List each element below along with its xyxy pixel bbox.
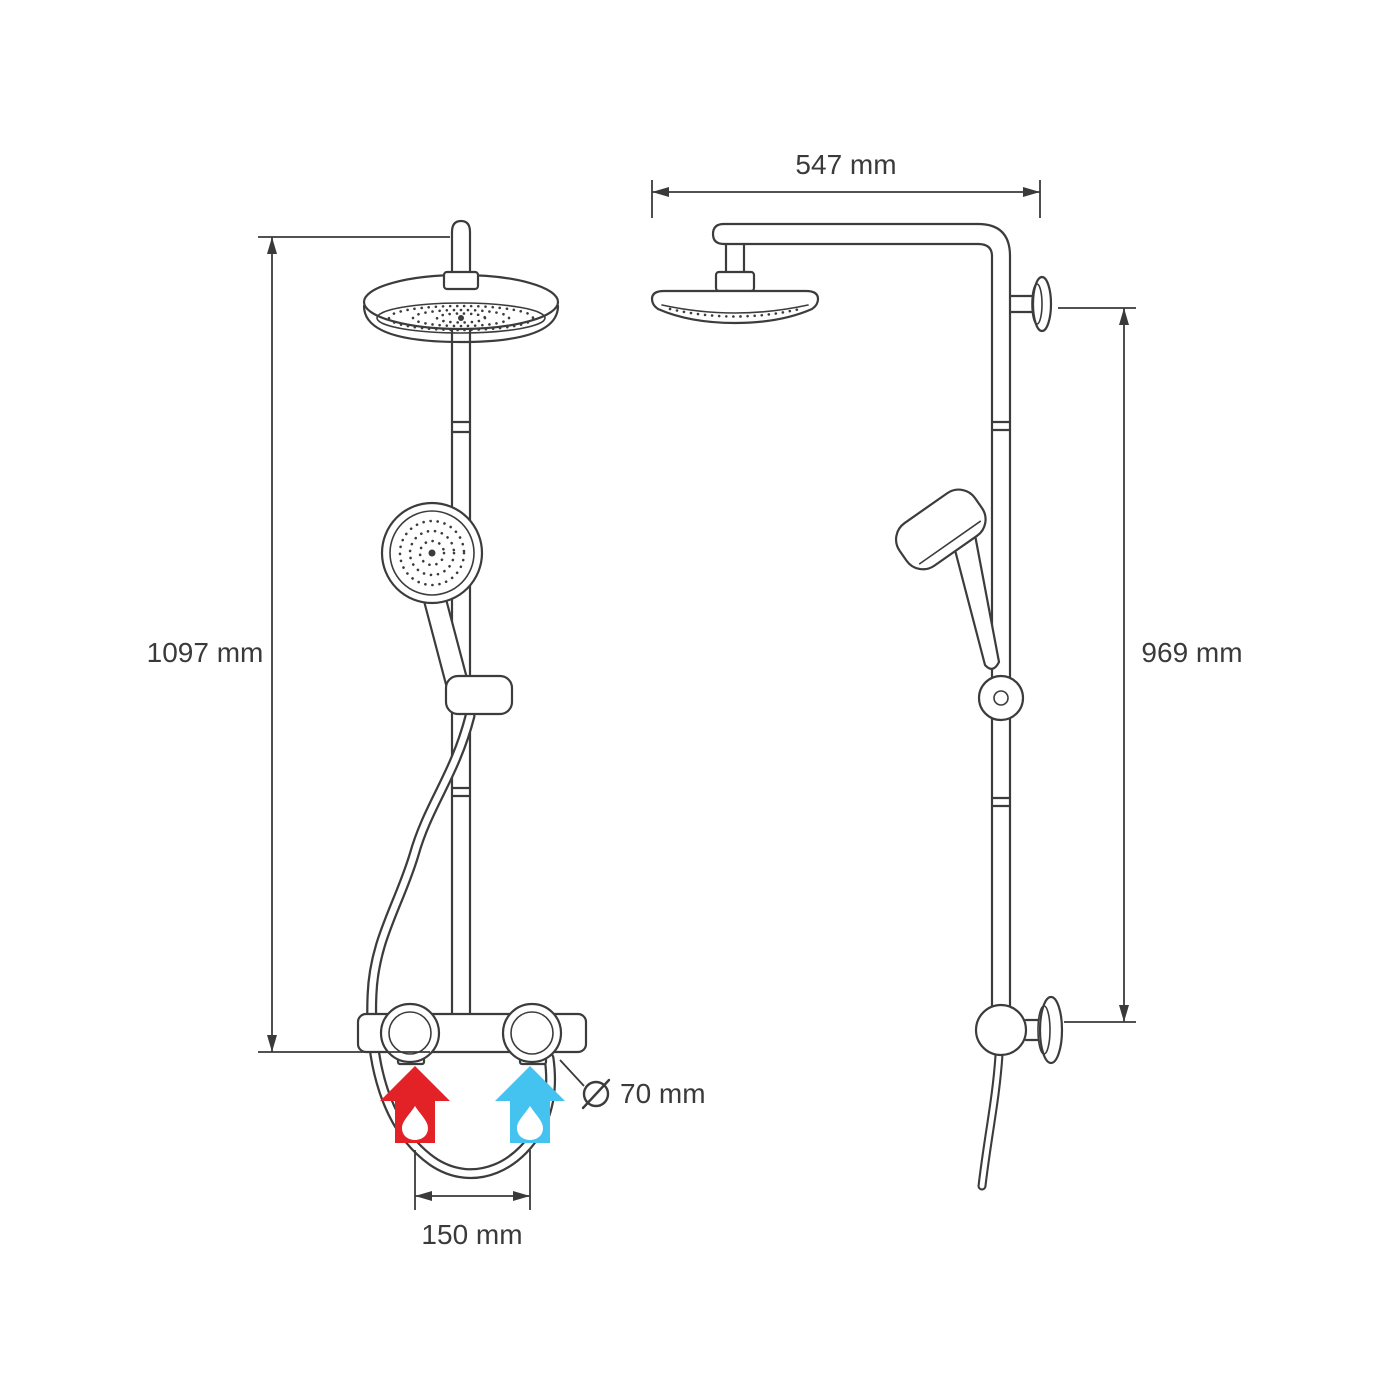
bottom-wall-bracket <box>974 995 1064 1191</box>
thermostat-mixer-front <box>356 1002 588 1066</box>
dimension-inlet-spacing: 150 mm <box>414 1150 531 1250</box>
dimension-rail-height: 969 mm <box>1058 307 1243 1023</box>
diameter-symbol-icon <box>581 1078 611 1110</box>
overhead-shower-side <box>650 242 820 325</box>
dimension-connection-diameter: 70 mm <box>559 1059 706 1110</box>
hot-water-arrow-icon <box>380 1066 450 1143</box>
hot-arrow-shape <box>380 1066 450 1143</box>
head-connector-nut-side <box>714 270 756 293</box>
side-arm-and-pipe <box>711 222 1012 1018</box>
holder-knob-side <box>977 674 1025 722</box>
side-view <box>650 222 1064 1191</box>
dimension-label-overall-height: 1097 mm <box>147 637 264 668</box>
overhead-shower-front <box>362 270 560 344</box>
top-wall-bracket <box>1008 275 1053 333</box>
dimension-label-connection-diameter: 70 mm <box>620 1078 706 1109</box>
hand-shower-handle-side <box>953 533 1001 670</box>
hand-shower-front <box>380 501 514 716</box>
hand-shower-side <box>894 488 1025 722</box>
front-riser-pipe <box>450 219 472 1016</box>
slider-holder <box>444 674 514 716</box>
dimension-overall-height: 1097 mm <box>147 236 450 1053</box>
cold-droplet-icon <box>517 1106 543 1140</box>
cold-water-arrow-icon <box>495 1066 565 1143</box>
dimension-label-arm-reach: 547 mm <box>795 149 896 180</box>
hot-droplet-icon <box>402 1106 428 1140</box>
dimension-label-inlet-spacing: 150 mm <box>421 1219 522 1250</box>
head-connector-nut <box>442 270 480 291</box>
cold-arrow-shape <box>495 1066 565 1143</box>
dimension-label-rail-height: 969 mm <box>1141 637 1242 668</box>
dimension-arm-reach: 547 mm <box>651 149 1041 218</box>
front-view <box>356 219 588 1180</box>
